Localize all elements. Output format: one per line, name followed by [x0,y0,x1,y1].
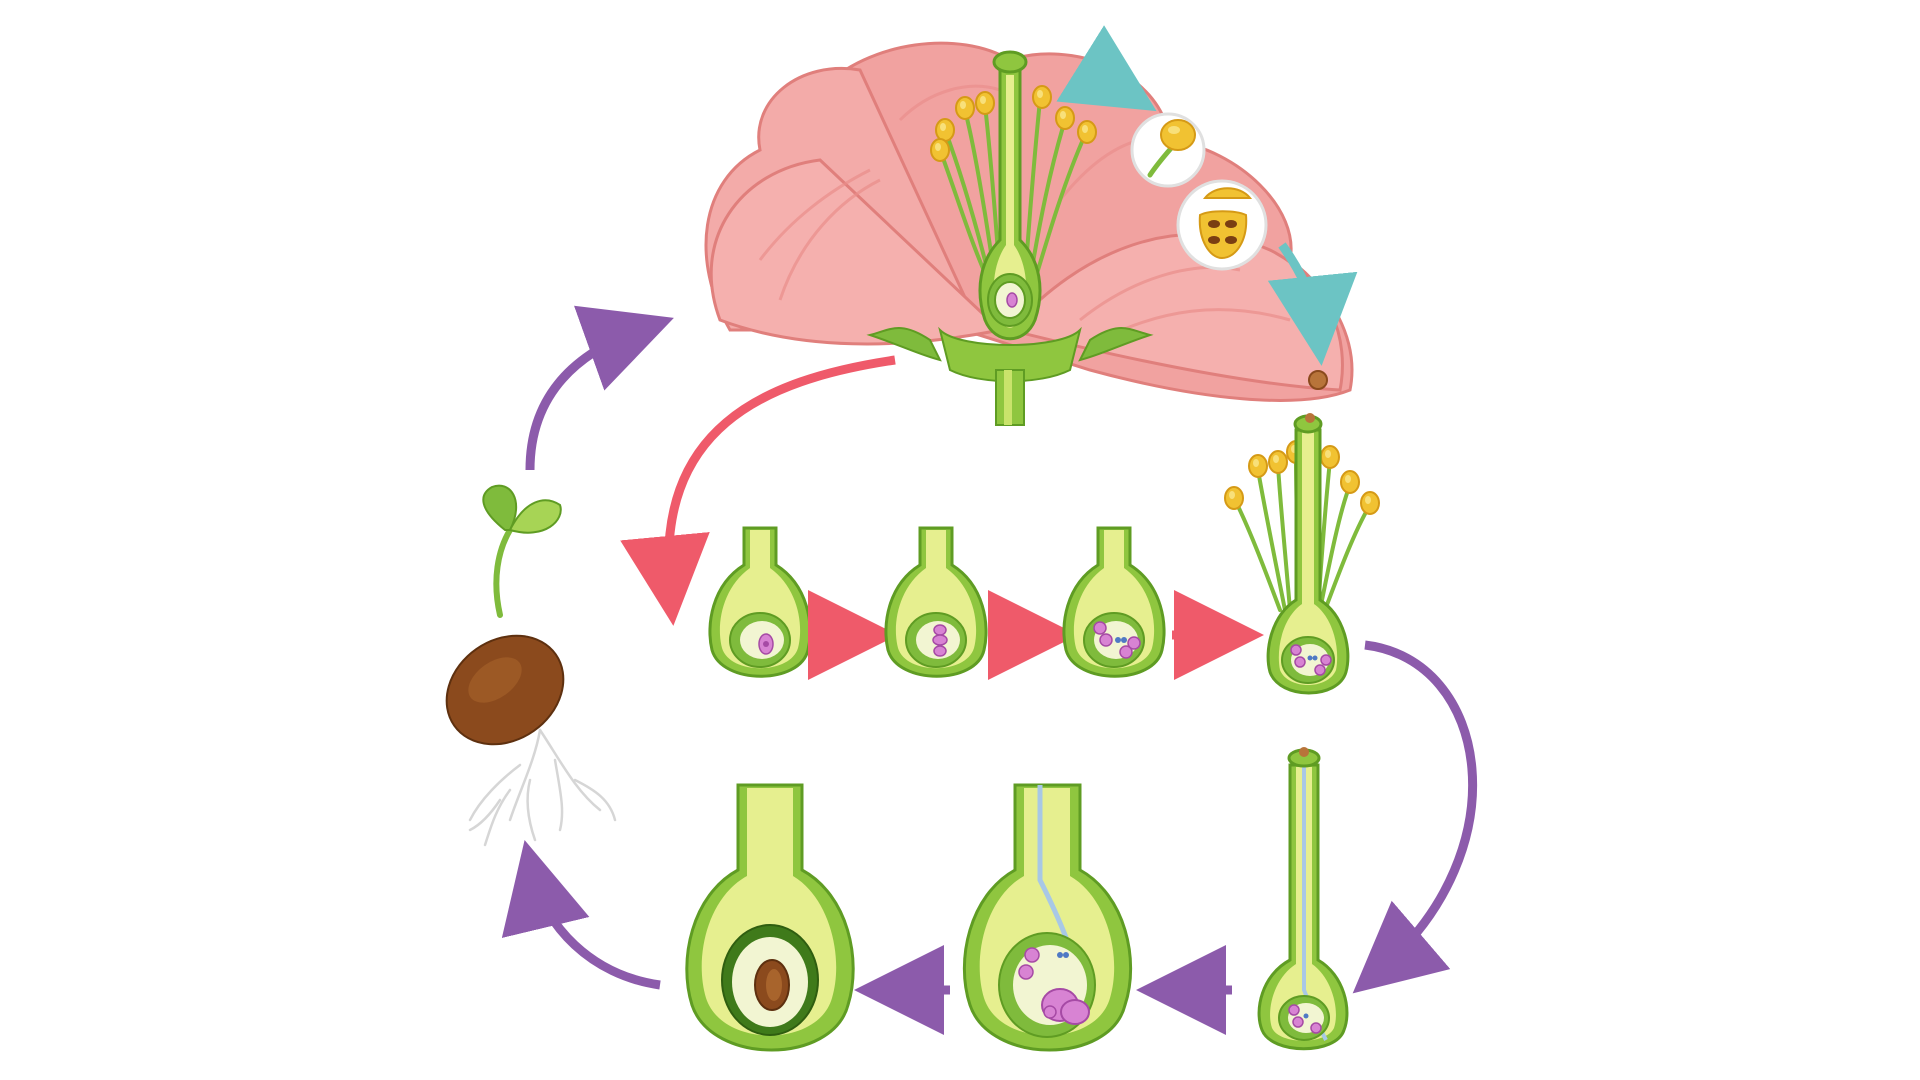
fertilization-icon [962,783,1133,1052]
red-arrow-flower-to-ovule [620,355,896,626]
seedling-icon [445,484,617,847]
pollen-tube-icon [1257,747,1349,1051]
purple-arrow-left-top [525,305,674,471]
pollen-sac-icon [1176,179,1268,271]
purple-arrow-left-bottom [501,839,661,990]
flower-cross-section-icon [704,41,1354,426]
ovule-mother-cell-icon [708,526,812,678]
teal-arrow-1 [1056,25,1157,112]
teal-arrow-2 [1267,242,1358,366]
purple-arrow-right [1352,640,1477,994]
seed-in-ovary-icon [685,783,855,1052]
pollinated-pistil-icon [1224,413,1380,695]
ovule-meiosis-icon [884,526,988,678]
anther-closeup-icon [1130,112,1206,188]
embryo-sac-icon [1062,526,1166,678]
pollen-grain-icon [1308,370,1328,390]
